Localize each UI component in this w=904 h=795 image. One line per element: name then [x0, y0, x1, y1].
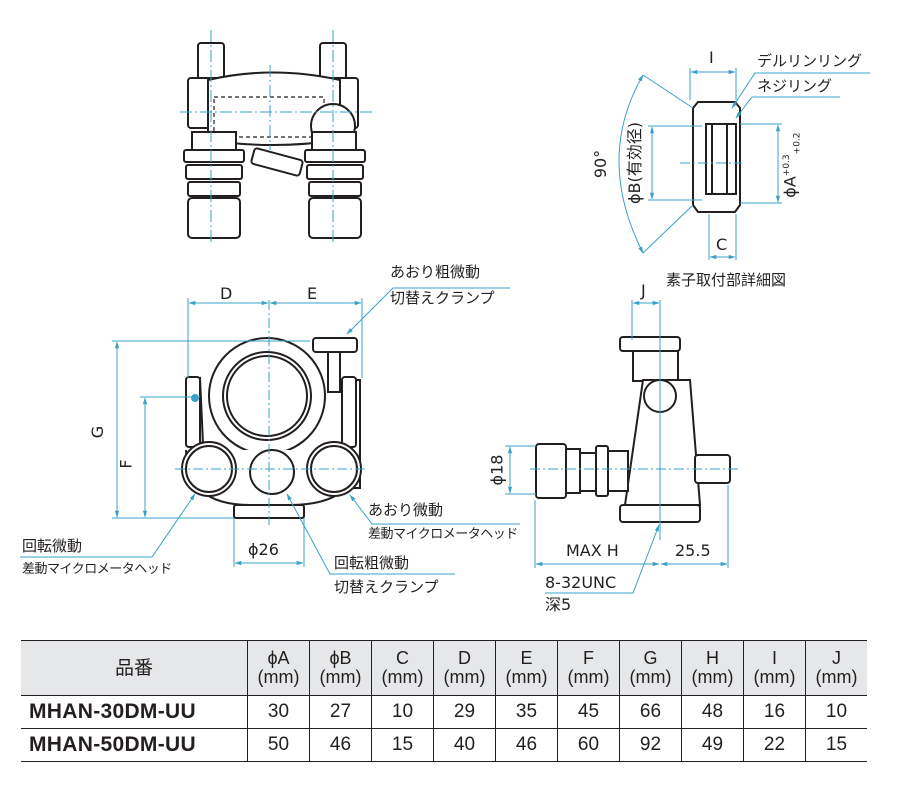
spec-table: 品番 ϕA(mm) ϕB(mm) C(mm) D(mm) E(mm) F(mm)…: [21, 640, 867, 762]
spec-table-header-row: 品番 ϕA(mm) ϕB(mm) C(mm) D(mm) E(mm) F(mm)…: [21, 640, 867, 696]
cell-F: 45: [557, 695, 620, 729]
cell-G: 66: [619, 695, 682, 729]
cell-phiA: 50: [247, 728, 310, 762]
cell-phiA: 30: [247, 695, 310, 729]
header-model-label: 品番: [114, 657, 153, 679]
header-I: I(mm): [743, 640, 806, 696]
callout-tilt-clamp-line2: 切替えクランプ: [390, 289, 495, 307]
callout-rot-fine-line2: 差動マイクロメータヘッド: [22, 562, 172, 577]
cell-J: 10: [805, 695, 867, 729]
detail-dimensions: [618, 68, 870, 260]
dim-label-I: I: [709, 48, 714, 67]
phiA-tolerance-lower: +0.2: [792, 132, 803, 155]
cell-C: 15: [371, 728, 434, 762]
dim-label-J: J: [641, 281, 646, 300]
callout-tilt-clamp-line1: あおり粗微動: [390, 263, 481, 281]
dim-label-F: F: [116, 459, 136, 469]
cell-I: 16: [743, 695, 806, 729]
detail-view-title: 素子取付部詳細図: [666, 271, 787, 289]
phiA-tolerance-upper: +0.3: [782, 154, 793, 177]
cell-G: 92: [619, 728, 682, 762]
header-C: C(mm): [371, 640, 434, 696]
header-unit: (mm): [381, 667, 424, 687]
front-view: [181, 337, 362, 519]
cell-phiB: 46: [309, 728, 372, 762]
header-unit: (mm): [691, 667, 734, 687]
callout-rot-clamp-line2: 切替えクランプ: [334, 578, 439, 596]
header-unit: (mm): [629, 667, 672, 687]
phiA-text: ϕA: [780, 176, 800, 198]
header-unit: (mm): [815, 667, 858, 687]
dim-label-G: G: [88, 425, 108, 439]
cell-J: 15: [805, 728, 867, 762]
cell-model: MHAN-30DM-UU: [21, 695, 248, 729]
dim-label-25-5: 25.5: [675, 541, 711, 560]
dim-label-max-h: MAX H: [566, 541, 619, 560]
side-view-dimensions: [505, 300, 740, 594]
dim-label-phiB: ϕB(有効径): [625, 121, 644, 205]
header-unit: (mm): [319, 667, 362, 687]
cell-H: 48: [681, 695, 744, 729]
callout-delrin-ring: デルリンリング: [757, 52, 863, 70]
table-row: MHAN-30DM-UU 30 27 10 29 35 45 66 48 16 …: [21, 695, 867, 729]
thread-spec-line2: 深5: [545, 595, 572, 614]
front-view-dimensions: [20, 287, 520, 575]
header-F: F(mm): [557, 640, 620, 696]
header-label: C: [396, 648, 409, 668]
header-H: H(mm): [681, 640, 744, 696]
header-label: D: [458, 648, 471, 668]
cell-model: MHAN-50DM-UU: [21, 728, 248, 762]
dim-label-phi26: ϕ26: [248, 540, 279, 559]
dim-label-D: D: [220, 284, 233, 303]
header-unit: (mm): [567, 667, 610, 687]
header-label: I: [771, 648, 777, 668]
callout-tilt-fine-line1: あおり微動: [368, 501, 444, 519]
header-unit: (mm): [443, 667, 486, 687]
cell-D: 40: [433, 728, 496, 762]
header-label: F: [583, 648, 594, 668]
technical-drawings: [20, 30, 870, 594]
cell-I: 22: [743, 728, 806, 762]
callout-rot-clamp-line1: 回転粗微動: [334, 554, 410, 572]
thread-spec-line1: 8-32UNC: [545, 573, 617, 592]
header-G: G(mm): [619, 640, 682, 696]
header-label: H: [706, 648, 719, 668]
header-unit: (mm): [257, 667, 300, 687]
dim-label-phi18: ϕ18: [487, 454, 507, 486]
angle-label-90: 90°: [591, 149, 611, 179]
header-label: ϕA: [267, 648, 290, 668]
header-label: ϕB: [329, 648, 352, 668]
dim-label-phiA: ϕA+0.3+0.2: [780, 132, 803, 198]
header-J: J(mm): [805, 640, 867, 696]
header-label: G: [643, 648, 658, 668]
cell-E: 35: [495, 695, 558, 729]
header-label: J: [832, 648, 841, 668]
side-view: [535, 336, 731, 523]
header-unit: (mm): [505, 667, 548, 687]
header-E: E(mm): [495, 640, 558, 696]
detail-ring-drawing: [692, 101, 741, 213]
dim-label-E: E: [307, 284, 318, 303]
header-phiA: ϕA(mm): [247, 640, 310, 696]
header-label: E: [520, 648, 533, 668]
cell-phiB: 27: [309, 695, 372, 729]
cell-C: 10: [371, 695, 434, 729]
callout-rot-fine-line1: 回転微動: [22, 537, 83, 555]
top-view-centerlines: [180, 30, 375, 245]
cell-D: 29: [433, 695, 496, 729]
callout-screw-ring: ネジリング: [757, 77, 833, 95]
header-D: D(mm): [433, 640, 496, 696]
callout-tilt-fine-line2: 差動マイクロメータヘッド: [368, 527, 518, 542]
header-model: 品番: [21, 640, 248, 696]
top-view: [183, 42, 366, 239]
dim-label-C: C: [716, 235, 728, 254]
header-phiB: ϕB(mm): [309, 640, 372, 696]
cell-H: 49: [681, 728, 744, 762]
header-unit: (mm): [753, 667, 796, 687]
cell-E: 46: [495, 728, 558, 762]
table-row: MHAN-50DM-UU 50 46 15 40 46 60 92 49 22 …: [21, 728, 867, 762]
cell-F: 60: [557, 728, 620, 762]
